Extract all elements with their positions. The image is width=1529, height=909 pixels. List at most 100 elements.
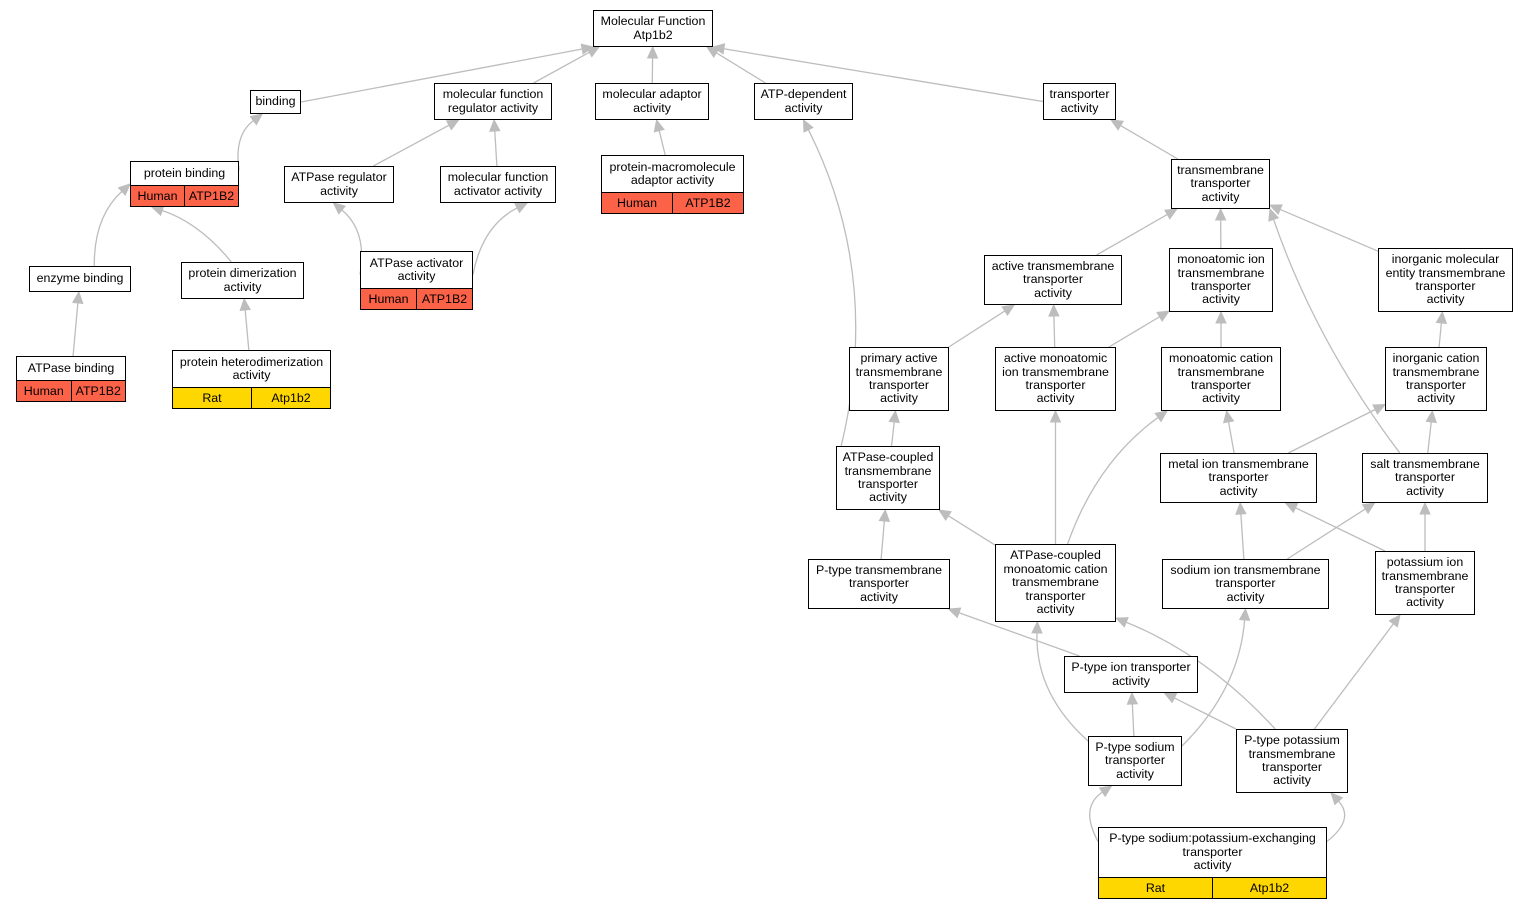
edge-atpasereg-to-mfreg — [373, 124, 450, 167]
edge-enzbind-to-protbind — [93, 190, 123, 267]
edge-atpasemono-to-monocation — [1066, 416, 1159, 545]
go-term-label-line: activity — [1201, 189, 1240, 204]
go-term-node-enzbind[interactable]: enzyme binding — [29, 266, 131, 292]
go-term-label-line: activity — [860, 589, 898, 604]
arrowhead-inorgcation-to-inorgmol — [1435, 310, 1448, 324]
arrowhead-actmonoion-to-monoion — [1156, 310, 1171, 322]
arrowhead-atpasecoupled-to-primact — [888, 409, 900, 424]
annotation-gene: ATP1B2 — [416, 289, 472, 309]
edge-mfact-to-mfreg — [494, 130, 498, 167]
edge-atpasecoupled-to-primact — [890, 421, 895, 447]
edge-mfreg-to-mf — [533, 51, 590, 84]
edge-ptypenak-to-ptypesodium — [1089, 791, 1103, 842]
go-term-label-line: binding — [255, 94, 296, 109]
go-term-label-line: transporter — [1049, 87, 1110, 102]
edge-inorgcation-to-inorgmol — [1438, 322, 1443, 348]
go-term-label-line: transmembrane — [855, 364, 943, 379]
edge-sodiumtm-to-metalion — [1240, 513, 1245, 560]
go-term-label-line: inorganic cation — [1392, 351, 1480, 366]
arrowhead-atpasebind-to-enzbind — [72, 290, 84, 304]
annotation-gene: ATP1B2 — [184, 186, 238, 206]
annotation-gene: Atp1b2 — [251, 388, 330, 408]
go-term-label-line: transporter — [849, 576, 909, 591]
go-term-label-line: transporter — [1025, 588, 1086, 603]
go-term-node-binding[interactable]: binding — [250, 90, 301, 114]
edge-actmonoion-to-acttm — [1053, 315, 1056, 348]
go-term-label-line: adaptor activity — [630, 173, 715, 187]
arrowhead-mfact-to-mfreg — [489, 118, 501, 132]
go-term-label-line: Molecular Function — [600, 14, 706, 29]
edge-salttm-to-tmtrans — [1272, 219, 1401, 454]
go-term-label-line: activity — [223, 279, 262, 294]
edge-sodiumtm-to-salttm — [1286, 508, 1366, 560]
edge-ptypesodium-to-atpasemono — [1036, 632, 1089, 742]
arrowhead-metalion-to-monocation — [1222, 409, 1235, 424]
go-term-label: ATPase binding — [17, 357, 125, 380]
go-term-label-line: activity — [1273, 773, 1311, 788]
arrowhead-atpasemono-to-monocation — [1154, 410, 1168, 423]
arrowhead-tmtrans-to-transporter — [1110, 119, 1124, 131]
arrowhead-potassiumtm-to-salttm — [1419, 501, 1431, 515]
edge-atpasebind-to-enzbind — [72, 302, 79, 357]
go-term-label-line: ATPase binding — [27, 360, 115, 375]
go-term-label-line: P-type ion transporter — [1071, 660, 1191, 675]
go-term-label-line: molecular adaptor — [602, 87, 702, 102]
edge-transporter-to-mf — [723, 48, 1044, 103]
annotation-species: Human — [137, 189, 178, 203]
edge-metalion-to-monocation — [1227, 421, 1235, 454]
go-term-label-line: activity — [880, 391, 918, 406]
go-term-label-line: transmembrane — [1012, 575, 1099, 590]
edge-ptypepotassium-to-ptypeion — [1174, 697, 1237, 730]
go-term-label-line: active transmembrane — [991, 258, 1115, 273]
arrowhead-atpasemono-to-atpasecoupled — [938, 509, 952, 522]
go-term-label-line: activity — [1202, 292, 1240, 307]
go-term-label-line: ATPase-coupled — [1010, 548, 1101, 563]
go-term-label-line: ATPase-coupled — [842, 450, 934, 465]
go-term-label-line: P-type potassium — [1244, 733, 1340, 748]
go-term-label-line: activity — [1193, 858, 1232, 873]
go-term-label-line: transporter — [1208, 470, 1269, 485]
edge-atpdep-to-mf — [716, 52, 766, 84]
arrowhead-inorgmol-to-tmtrans — [1268, 204, 1283, 215]
arrowhead-protmacro-to-moladaptor — [653, 118, 665, 133]
go-term-label-line: activity — [397, 269, 436, 283]
edge-ptypetm-to-atpasecoupled — [880, 520, 885, 560]
annotation-species: Rat — [1145, 881, 1166, 895]
